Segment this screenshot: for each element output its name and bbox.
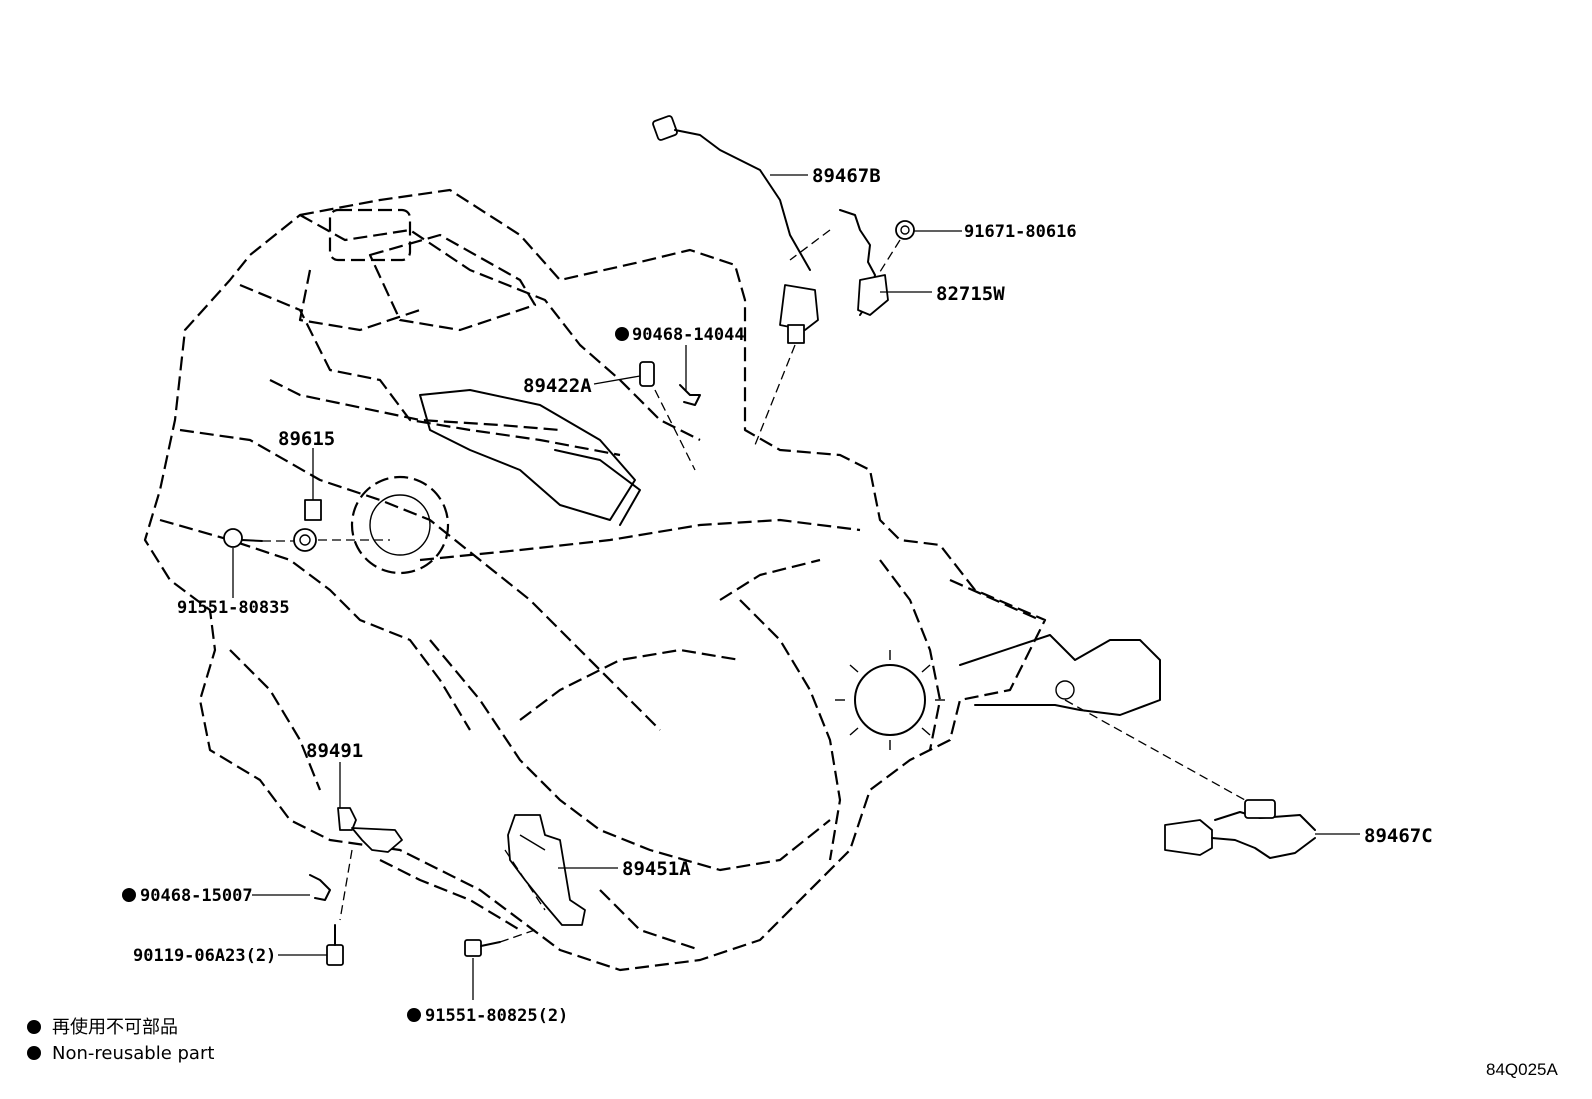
label-82715W: 82715W bbox=[936, 283, 1005, 305]
transmission-housing bbox=[143, 188, 1047, 972]
label-89467B: 89467B bbox=[812, 165, 881, 187]
part-89615-drawing bbox=[293, 499, 390, 552]
label-90468-14044: 90468-14044 bbox=[632, 325, 745, 345]
part-89467B-drawing bbox=[652, 115, 819, 446]
leader-lines bbox=[232, 174, 1360, 1000]
part-91671-drawing bbox=[877, 220, 915, 276]
non-reusable-marker-91551b bbox=[407, 1008, 421, 1022]
part-89467C-drawing bbox=[1064, 699, 1316, 859]
legend-japanese-text: 再使用不可部品 bbox=[52, 1017, 178, 1038]
part-89491-drawing bbox=[337, 807, 403, 921]
label-90468-15007: 90468-15007 bbox=[140, 886, 253, 906]
legend-marker-english bbox=[27, 1046, 41, 1060]
non-reusable-marker-90468a bbox=[615, 327, 629, 341]
label-90119-06A23: 90119-06A23(2) bbox=[133, 946, 276, 966]
upper-casing-details bbox=[269, 208, 641, 575]
label-89491: 89491 bbox=[306, 740, 363, 762]
label-89422A: 89422A bbox=[523, 375, 592, 397]
part-91551a-drawing bbox=[223, 528, 295, 548]
legend-english-text: Non-reusable part bbox=[52, 1043, 214, 1064]
part-91551b-drawing bbox=[464, 929, 536, 957]
part-90468a-drawing bbox=[679, 384, 701, 406]
label-91551-80835: 91551-80835 bbox=[177, 598, 290, 618]
part-89451A-drawing bbox=[504, 814, 586, 926]
diagram-code: 84Q025A bbox=[1486, 1060, 1558, 1079]
label-89451A: 89451A bbox=[622, 858, 691, 880]
label-91671-80616: 91671-80616 bbox=[964, 222, 1077, 242]
part-89422A-drawing bbox=[639, 361, 696, 471]
label-89615: 89615 bbox=[278, 428, 335, 450]
legend-marker-japanese bbox=[27, 1020, 41, 1034]
part-82715W-drawing bbox=[789, 209, 889, 316]
part-labels: 89467B 91671-80616 82715W 90468-14044 89… bbox=[122, 165, 1433, 1026]
part-90468b-drawing bbox=[309, 874, 331, 901]
label-89467C: 89467C bbox=[1364, 825, 1433, 847]
drive-shaft bbox=[835, 578, 1161, 750]
part-90119-drawing bbox=[326, 924, 344, 966]
label-91551-80825: 91551-80825(2) bbox=[425, 1006, 568, 1026]
legend: 再使用不可部品 Non-reusable part bbox=[27, 1017, 214, 1064]
non-reusable-marker-90468b bbox=[122, 888, 136, 902]
